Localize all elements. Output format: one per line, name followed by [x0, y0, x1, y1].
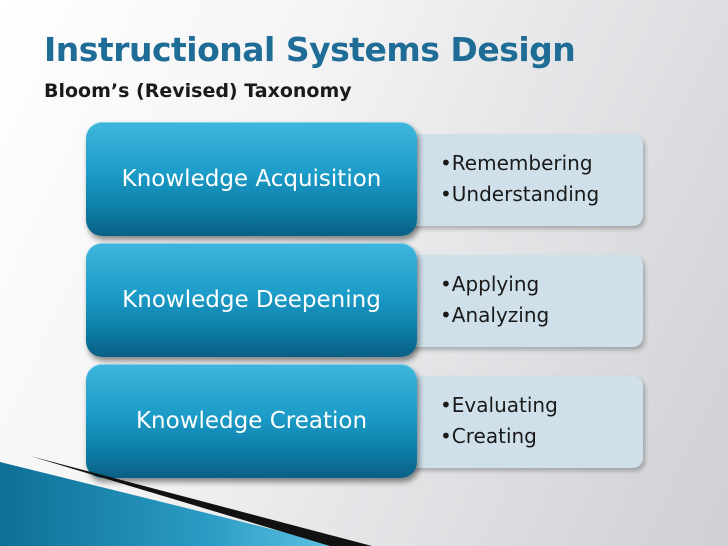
detail-box-deepening: Applying Analyzing [380, 255, 643, 347]
swoosh-blue-band [0, 462, 340, 546]
stage-box-deepening: Knowledge Deepening [86, 243, 417, 357]
skill-item: Understanding [440, 179, 599, 210]
stage-box-creation: Knowledge Creation [86, 364, 417, 478]
stage-label: Knowledge Deepening [122, 287, 381, 313]
skill-list-deepening: Applying Analyzing [440, 269, 549, 331]
slide-subtitle: Bloom’s (Revised) Taxonomy [44, 80, 352, 102]
swoosh-black-band [30, 456, 372, 546]
stage-box-acquisition: Knowledge Acquisition [86, 122, 417, 236]
skill-item: Analyzing [440, 300, 549, 331]
skill-list-acquisition: Remembering Understanding [440, 148, 599, 210]
skill-item: Remembering [440, 148, 599, 179]
taxonomy-row-acquisition: Remembering Understanding Knowledge Acqu… [0, 122, 728, 242]
taxonomy-row-creation: Evaluating Creating Knowledge Creation [0, 364, 728, 484]
decorative-swoosh [0, 456, 372, 546]
skill-item: Evaluating [440, 390, 558, 421]
skill-item: Creating [440, 421, 558, 452]
detail-box-acquisition: Remembering Understanding [380, 134, 643, 226]
stage-label: Knowledge Acquisition [121, 166, 382, 192]
skill-list-creation: Evaluating Creating [440, 390, 558, 452]
detail-box-creation: Evaluating Creating [380, 376, 643, 468]
stage-label: Knowledge Creation [135, 408, 368, 434]
taxonomy-row-deepening: Applying Analyzing Knowledge Deepening [0, 243, 728, 363]
slide-title: Instructional Systems Design [44, 30, 576, 69]
skill-item: Applying [440, 269, 549, 300]
